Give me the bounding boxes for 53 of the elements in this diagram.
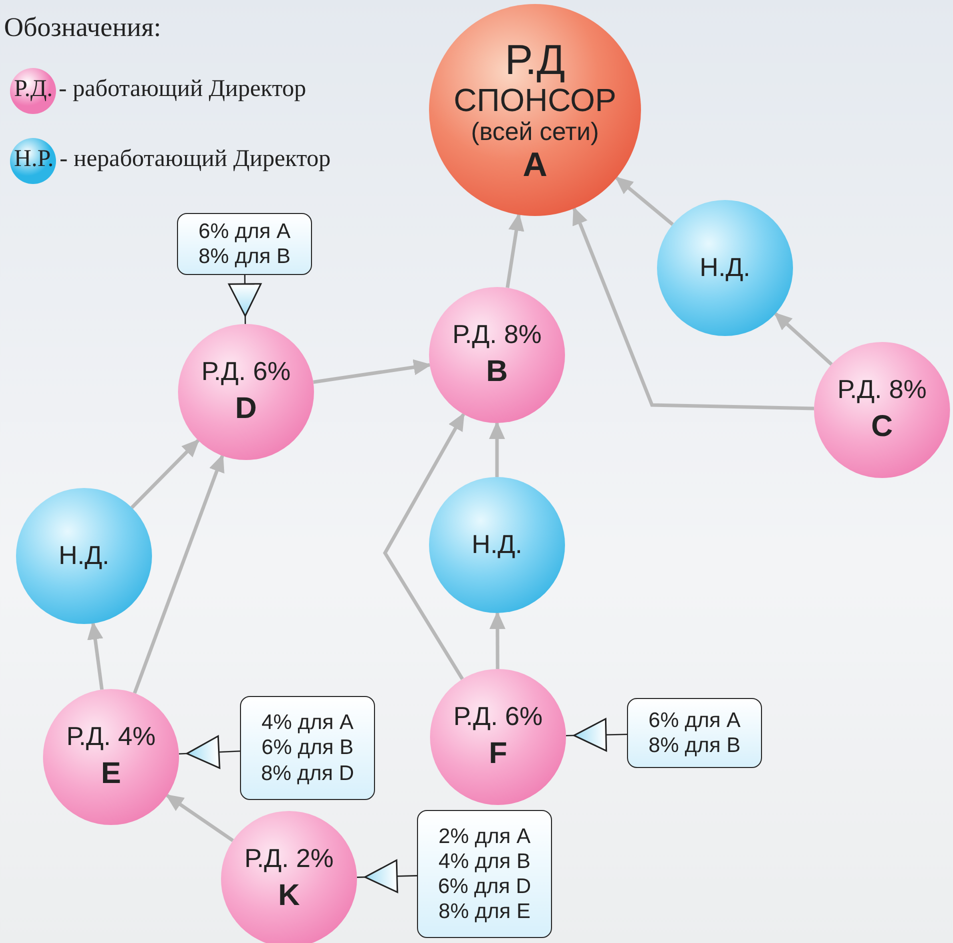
callout-box	[177, 213, 312, 275]
callout-text: 2% для A	[438, 824, 530, 849]
callout-text: 8% для E	[438, 899, 530, 924]
node-label: Н.Д.	[58, 539, 110, 572]
arrow	[313, 359, 432, 384]
arrow	[506, 212, 524, 288]
node-letter: E	[100, 756, 121, 792]
callout-text: 6% для A	[648, 708, 740, 733]
arrow	[132, 454, 224, 694]
node-letter: F	[488, 736, 508, 772]
node-letter: B	[486, 354, 508, 390]
node-label: Р.Д. 2%	[244, 842, 334, 876]
pointer-triangle	[228, 275, 262, 324]
arrow	[165, 794, 234, 842]
node-label: Р.Д	[504, 36, 566, 83]
pointer-triangle	[178, 735, 240, 769]
arrow	[489, 611, 506, 669]
callout-text: 4% для B	[438, 848, 530, 874]
node-letter: D	[235, 391, 257, 428]
arrow	[774, 312, 833, 366]
node-label: СПОНСОР	[454, 82, 616, 118]
node-label: Н.Д.	[472, 528, 522, 562]
node-label: Р.Д. 8%	[837, 373, 927, 406]
arrow	[87, 621, 104, 690]
callout-text: 6% для A	[198, 218, 290, 244]
legend-heading: Обозначения:	[4, 12, 162, 43]
arrow	[489, 421, 505, 477]
legend-text: Р.Д. - работающий Директор	[14, 76, 306, 102]
arrow	[130, 438, 200, 509]
legend-text: Н.Р. - неработающий Директор	[14, 146, 331, 172]
node-letter: C	[871, 409, 893, 446]
callout-text: 8% для B	[198, 244, 290, 270]
callout-box	[627, 698, 762, 768]
arrow	[614, 176, 674, 226]
arrow	[382, 412, 466, 680]
arrow	[572, 206, 814, 410]
node-letter: K	[278, 878, 300, 914]
node-label: Р.Д. 6%	[453, 700, 543, 734]
callout-text: 8% для D	[260, 760, 354, 786]
node-label: (всей сети)	[471, 118, 599, 146]
callout-box	[240, 696, 375, 800]
callout-text: 6% для B	[262, 735, 354, 761]
node-letter: A	[522, 146, 548, 184]
node-label: Н.Д.	[700, 251, 750, 284]
callout-text: 8% для B	[648, 733, 740, 758]
pointer-triangle	[356, 860, 418, 893]
callout-text: 4% для A	[262, 710, 354, 736]
node-label: Р.Д. 4%	[66, 720, 156, 754]
node-label: Р.Д. 8%	[452, 318, 542, 352]
node-label: Р.Д. 6%	[201, 355, 291, 388]
pointer-triangle	[566, 718, 628, 752]
callout-box	[417, 810, 552, 938]
callout-text: 6% для D	[438, 874, 532, 900]
